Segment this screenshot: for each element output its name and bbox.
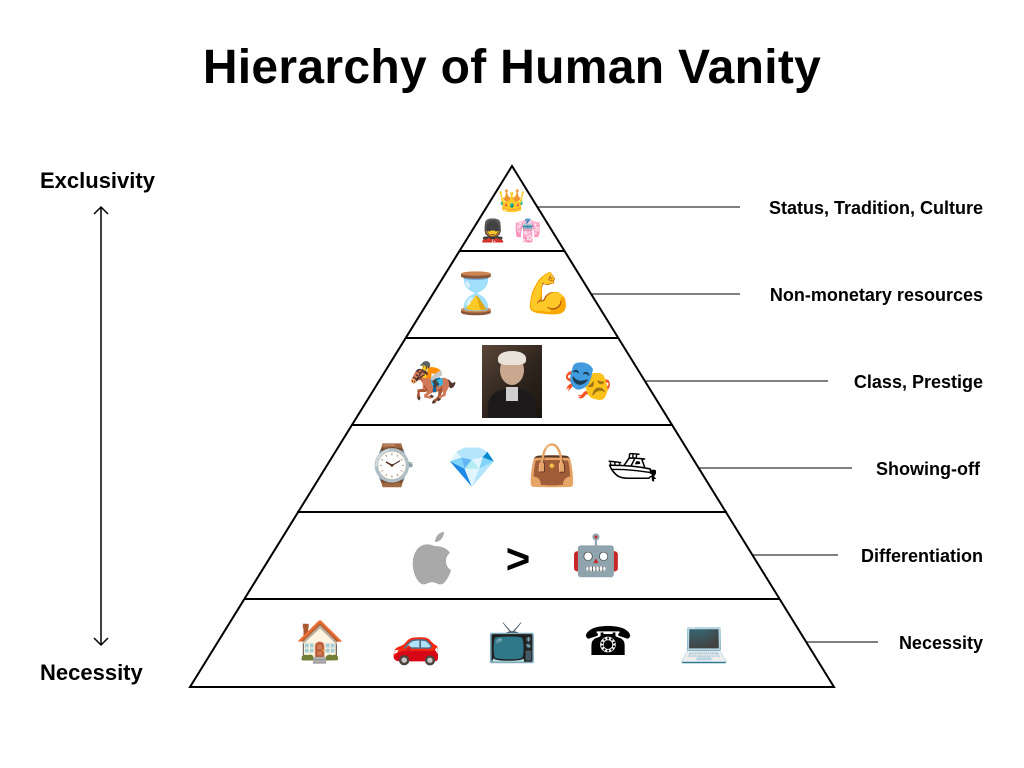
- portrait-photo: [482, 345, 542, 418]
- greater-than-symbol: >: [505, 535, 531, 582]
- leader-lines: [537, 206, 878, 643]
- tier-label-non-monetary: Non-monetary resources: [769, 285, 983, 305]
- house-icon: 🏠: [295, 619, 345, 665]
- tier-label-class: Class, Prestige: [853, 372, 983, 392]
- axis-bottom-label: Necessity: [40, 660, 143, 685]
- portrait-collar: [506, 387, 518, 401]
- apple-logo-shape: [412, 532, 451, 585]
- pyramid-outline: [188, 164, 836, 688]
- flexed-biceps-icon: 💪: [523, 271, 573, 317]
- tier-dividers: [244, 250, 780, 600]
- android-robot-icon: 🤖: [571, 533, 621, 579]
- diamond-icon: 💎: [447, 445, 497, 491]
- axis-top-label: Exclusivity: [40, 168, 155, 193]
- hourglass-icon: ⌛: [451, 271, 501, 317]
- laptop-icon: 💻: [679, 619, 729, 665]
- yacht-icon: 🛥: [606, 445, 658, 491]
- tier-label-showing-off: Showing-off: [876, 459, 980, 479]
- horse-racing-icon: 🏇: [408, 360, 458, 406]
- page-title: Hierarchy of Human Vanity: [202, 41, 822, 94]
- car-icon: 🚗: [391, 621, 441, 667]
- portrait-hair: [498, 351, 526, 365]
- crown-icon: 👑: [498, 189, 526, 214]
- telephone-icon: ☎: [583, 619, 633, 665]
- tier-label-differentiation: Differentiation: [860, 546, 983, 566]
- television-icon: 📺: [487, 619, 537, 665]
- tier-label-necessity: Necessity: [898, 633, 983, 653]
- watch-icon: ⌚: [367, 443, 417, 489]
- dressing-icon: 👘: [514, 219, 542, 244]
- handbag-icon: 👜: [527, 443, 577, 489]
- tier-label-status: Status, Tradition, Culture: [768, 198, 983, 218]
- guardsman-icon: 💂: [479, 219, 507, 244]
- theater-masks-icon: 🎭: [563, 358, 613, 404]
- exclusivity-arrow: [93, 205, 109, 647]
